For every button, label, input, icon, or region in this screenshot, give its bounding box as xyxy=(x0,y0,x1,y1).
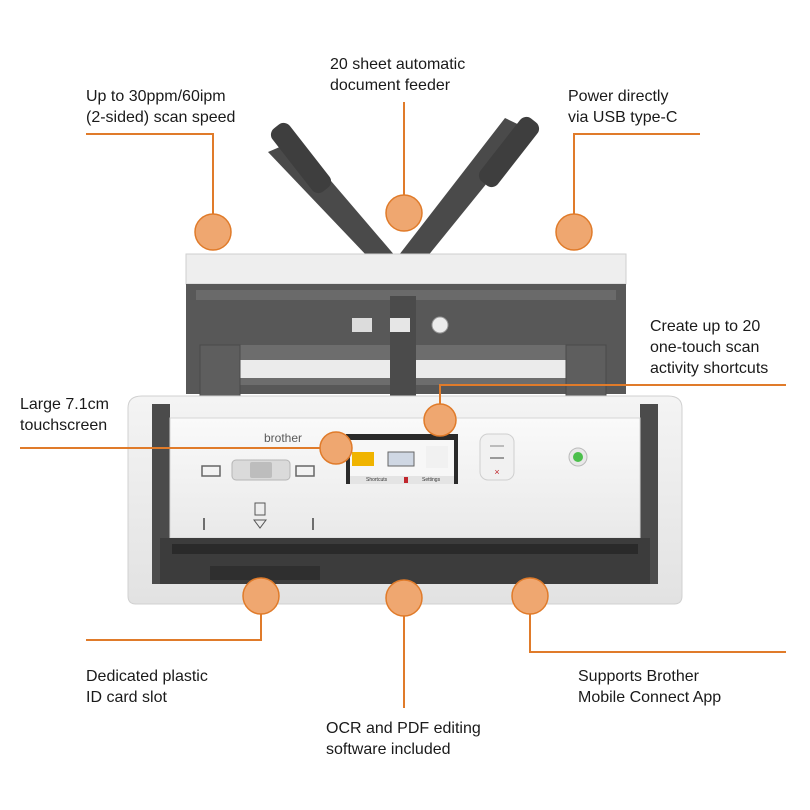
feature-idcard-line-1: Dedicated plastic xyxy=(86,668,208,685)
feature-usb-line-2: via USB type-C xyxy=(568,109,678,126)
feature-adf-line-2: document feeder xyxy=(330,77,451,94)
control-panel xyxy=(201,459,315,530)
feature-label-adf: 20 sheet automatic document feeder xyxy=(330,54,465,96)
feature-mobile-line-1: Supports Brother xyxy=(578,668,699,685)
feature-label-usb: Power directly via USB type-C xyxy=(568,86,677,128)
feature-label-mobile: Supports Brother Mobile Connect App xyxy=(578,666,721,708)
feature-adf-line-1: 20 sheet automatic xyxy=(330,56,466,73)
feature-speed-line-1: Up to 30ppm/60ipm xyxy=(86,88,226,105)
scanner-body xyxy=(127,395,683,605)
feature-shortcuts-line-2: one-touch scan xyxy=(650,339,760,356)
feature-idcard-line-2: ID card slot xyxy=(86,689,167,706)
feature-label-touchscreen: Large 7.1cm touchscreen xyxy=(20,394,109,436)
svg-text:×: × xyxy=(494,467,499,477)
feature-label-shortcuts: Create up to 20 one-touch scan activity … xyxy=(650,316,768,379)
feature-ocr-line-2: software included xyxy=(326,741,451,758)
feature-label-idcard: Dedicated plastic ID card slot xyxy=(86,666,208,708)
feature-speed-line-2: (2-sided) scan speed xyxy=(86,109,236,126)
brand-logo: brother xyxy=(264,431,302,445)
feature-touchscreen-line-1: Large 7.1cm xyxy=(20,396,109,413)
screen-shortcuts-label: Shortcuts xyxy=(366,477,388,483)
feature-touchscreen-line-2: touchscreen xyxy=(20,417,108,434)
side-buttons: × xyxy=(479,433,588,481)
feature-usb-line-1: Power directly xyxy=(568,88,669,105)
feature-label-speed: Up to 30ppm/60ipm (2-sided) scan speed xyxy=(86,86,235,128)
touchscreen xyxy=(346,434,458,484)
feature-shortcuts-line-3: activity shortcuts xyxy=(650,360,769,377)
callout-dots xyxy=(194,194,593,617)
feature-mobile-line-2: Mobile Connect App xyxy=(578,689,722,706)
screen-settings-label: Settings xyxy=(422,477,441,483)
feature-ocr-line-1: OCR and PDF editing xyxy=(326,720,481,737)
feature-shortcuts-line-1: Create up to 20 xyxy=(650,318,761,335)
paper-tray xyxy=(185,253,627,436)
feature-label-ocr: OCR and PDF editing software included xyxy=(326,718,481,760)
